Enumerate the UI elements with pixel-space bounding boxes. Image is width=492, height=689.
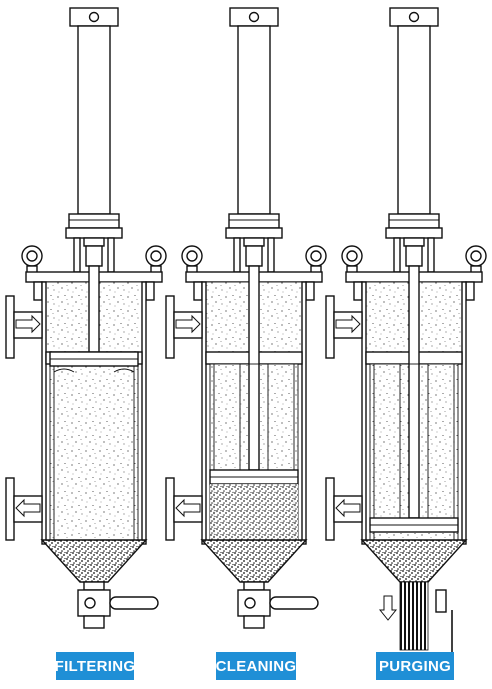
- screen-fluid: [50, 364, 138, 540]
- inlet-flange: [325, 295, 335, 359]
- flange-bolt-left: [33, 281, 43, 301]
- outlet-flange: [325, 477, 335, 541]
- eye-bolt-hole-right: [150, 250, 162, 262]
- flange-bolt-right: [145, 281, 155, 301]
- drain-valve-handle: [269, 596, 319, 610]
- yoke-post-right: [107, 237, 115, 273]
- yoke-post-right: [427, 237, 435, 273]
- purge-valve: [435, 589, 447, 613]
- outlet-flange: [165, 477, 175, 541]
- rod-coupling: [83, 237, 105, 247]
- flow-swirl: [53, 368, 135, 373]
- rod-coupling: [403, 237, 425, 247]
- rod-coupling: [243, 237, 265, 247]
- body-wall-left: [201, 281, 207, 545]
- cylinder-flange: [388, 213, 440, 229]
- inlet-flange: [165, 295, 175, 359]
- eye-bolt-hole-left: [186, 250, 198, 262]
- cylinder-pin: [408, 11, 420, 23]
- outlet-arrow: [15, 498, 41, 518]
- drain-valve-stem: [244, 597, 256, 609]
- yoke-plate: [225, 227, 283, 239]
- rod-guide: [245, 245, 263, 267]
- inlet-arrow: [335, 314, 361, 334]
- body-wall-right: [141, 281, 147, 545]
- cylinder-flange: [68, 213, 120, 229]
- outlet-arrow: [335, 498, 361, 518]
- filter-unit-filtering: [5, 7, 167, 629]
- stage-label-cleaning: CLEANING: [216, 652, 296, 680]
- purge-down-arrow: [378, 595, 398, 621]
- stage-label-purging: PURGING: [376, 652, 454, 680]
- eye-bolt-hole-right: [310, 250, 322, 262]
- eye-bolt-hole-left: [346, 250, 358, 262]
- outlet-flange: [5, 477, 15, 541]
- eye-bolt-hole-right: [470, 250, 482, 262]
- body-wall-left: [41, 281, 47, 545]
- piston-rod: [248, 265, 260, 471]
- yoke-post-right: [267, 237, 275, 273]
- flange-bolt-left: [193, 281, 203, 301]
- body-wall-right: [461, 281, 467, 545]
- drain-valve: [77, 589, 111, 617]
- flange-bolt-right: [305, 281, 315, 301]
- body-wall-right: [301, 281, 307, 545]
- debris-cone: [360, 539, 468, 583]
- yoke-plate: [385, 227, 443, 239]
- eye-bolt-hole-left: [26, 250, 38, 262]
- yoke-post-left: [233, 237, 241, 273]
- drain-neck: [83, 581, 105, 591]
- rod-guide: [85, 245, 103, 267]
- outlet-arrow: [175, 498, 201, 518]
- purge-stream: [399, 581, 429, 651]
- inlet-arrow: [175, 314, 201, 334]
- drain-outlet: [243, 615, 265, 629]
- cylinder-pin: [88, 11, 100, 23]
- rod-guide: [405, 245, 423, 267]
- debris-cone: [200, 539, 308, 583]
- pneumatic-cylinder: [397, 25, 431, 215]
- cylinder-pin: [248, 11, 260, 23]
- pneumatic-cylinder: [77, 25, 111, 215]
- piston-rod: [408, 265, 420, 519]
- stage-label-filtering: FILTERING: [55, 652, 135, 680]
- drain-outlet: [83, 615, 105, 629]
- yoke-post-left: [73, 237, 81, 273]
- inlet-arrow: [15, 314, 41, 334]
- yoke-plate: [65, 227, 123, 239]
- filter-unit-purging: [325, 7, 487, 680]
- flange-bolt-right: [465, 281, 475, 301]
- cylinder-flange: [228, 213, 280, 229]
- pneumatic-cylinder: [237, 25, 271, 215]
- drain-neck: [243, 581, 265, 591]
- debris-cone: [40, 539, 148, 583]
- dislodged-debris: [210, 484, 298, 540]
- flange-bolt-left: [353, 281, 363, 301]
- inlet-flange: [5, 295, 15, 359]
- drain-valve-handle: [109, 596, 159, 610]
- yoke-post-left: [393, 237, 401, 273]
- body-wall-left: [361, 281, 367, 545]
- drain-valve-stem: [84, 597, 96, 609]
- filter-unit-cleaning: [165, 7, 327, 629]
- piston-rod: [88, 265, 100, 353]
